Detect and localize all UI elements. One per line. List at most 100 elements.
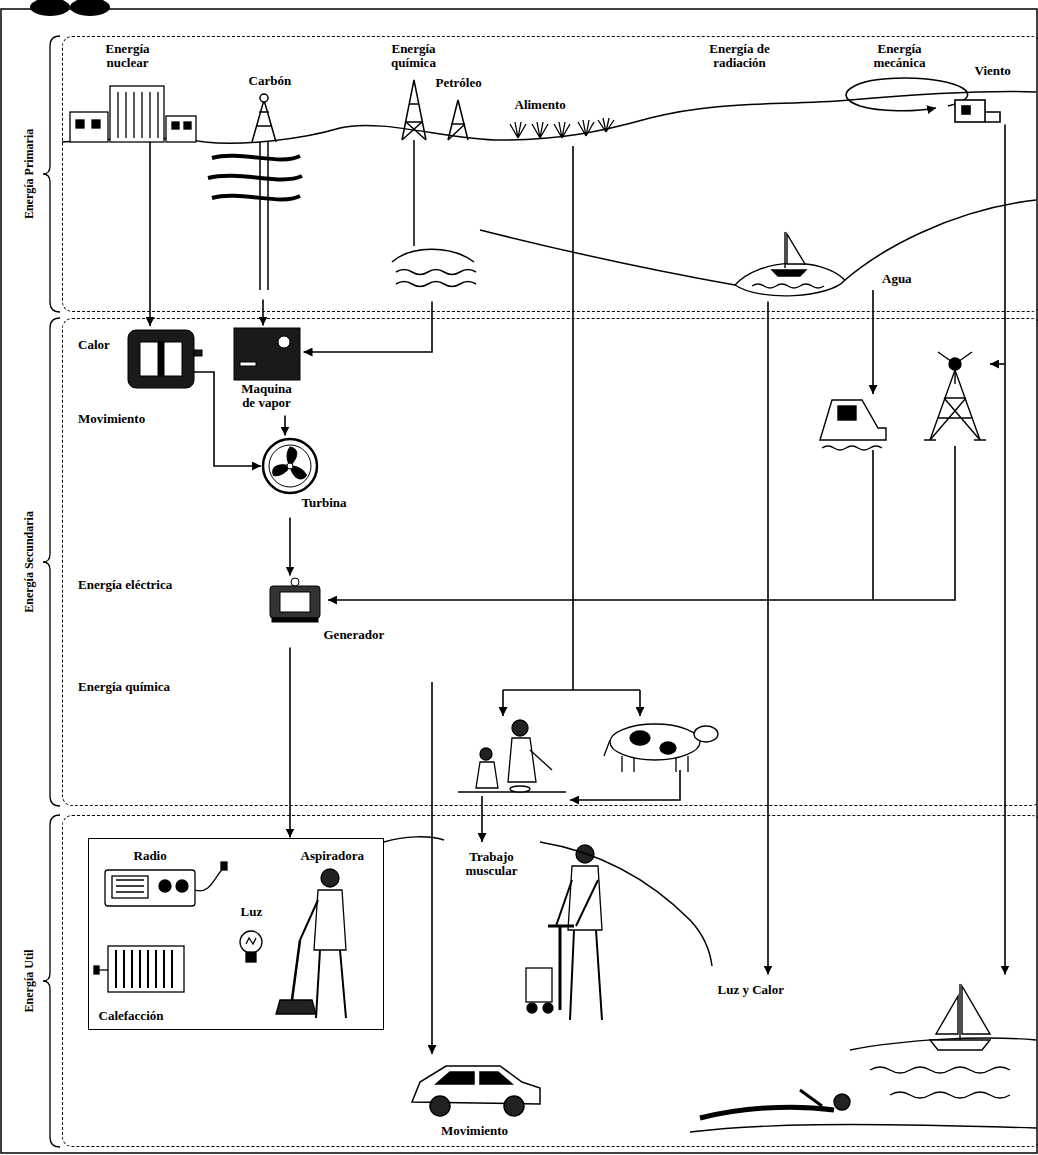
car [430,1096,450,1116]
worker-jackhammer [527,1003,537,1013]
generator [270,578,320,622]
source-picture: Alimento [505,96,615,146]
vacuum-cleaner-person [276,1000,316,1014]
wind-tower [328,352,1005,600]
flow-arrow [289,648,291,838]
source-picture: Energía de radiación [690,40,850,302]
food-flow [639,690,641,716]
cow [604,740,688,772]
stage-label: Energía química [78,680,170,695]
item-label: Trabajo muscular [452,850,532,880]
beach-scene [870,1067,1010,1073]
flow-arrow [289,518,291,576]
people-eating [480,748,492,760]
converter-picture: Turbina [256,436,360,518]
beach-scene [936,996,958,1034]
stage-label: Movimiento [78,412,145,427]
car [480,1072,512,1084]
people-eating [508,738,536,782]
item-label: Calefacción [99,1009,164,1024]
lake-sailboat [752,284,824,288]
landscape-line [62,91,1036,143]
nuclear-plant [172,122,179,129]
flow-arrow [1004,125,1006,975]
worker-jackhammer [526,968,552,1002]
lake-sailboat [735,263,845,296]
food-flow [503,146,640,690]
beach-scene [690,984,1036,1132]
nuclear-plant [184,122,191,129]
wind-tower [990,363,1005,365]
landscape-line [62,91,1036,285]
oil-well [396,282,476,287]
oil-well [396,270,476,275]
item-label: Luz y Calor [718,983,784,998]
nuclear-plant [70,112,108,142]
frame [70,0,110,16]
nuclear-plant [110,86,164,142]
wind-loop [955,100,985,122]
turbine [287,463,293,469]
radio [116,880,144,892]
cow [694,726,718,742]
turbine [270,460,291,478]
vacuum-cleaner-person [314,890,346,950]
heater [108,946,184,992]
food-flow [481,796,483,842]
item-label: Luz [241,905,263,920]
oil-well [402,80,426,140]
converter-picture: Maquina de vapor [230,326,304,416]
radio [112,876,148,898]
reactor [194,350,202,356]
energy-band: Maquina de vaporTurbinaGeneradorEnergía … [62,318,1038,806]
food-plants [532,122,548,138]
vacuum-cleaner-person [276,869,346,1018]
hydro-dam [822,446,882,450]
food-plants [598,118,614,132]
use-picture: Luz y Calor [690,975,1036,1145]
hydro-dam [820,400,886,440]
band-title: Energía Primaria [23,128,37,218]
food-flow [432,146,680,1054]
generator [270,586,320,618]
people-eating [512,720,528,736]
source-picture: Energía nuclear [66,40,200,148]
cow [660,742,676,754]
turbine [287,463,308,481]
food-flow [502,690,504,716]
reactor [128,330,194,388]
beach-scene [959,984,960,1040]
heater [94,946,184,992]
energy-band: Energía nuclearCarbónEnergía químicaPetr… [62,36,1038,312]
light-bulb [240,931,262,962]
item-label: Radio [134,849,167,864]
oil-well [392,80,476,287]
flow-arrow [262,300,264,326]
turbine [263,439,317,493]
car [412,1066,540,1116]
generator [272,618,318,622]
radio [105,862,227,906]
car [504,1096,524,1116]
beach-scene [800,1090,822,1106]
heater [94,966,99,974]
beach-scene [690,1125,1036,1132]
people-eating [530,750,552,770]
item-label: Petróleo [436,76,482,91]
cow [630,731,650,745]
people-eating [510,786,530,792]
stage-label: Energía eléctrica [78,578,172,593]
wind-loop [872,290,874,394]
worker-jackhammer [543,1003,553,1013]
coal-mine [212,156,300,160]
cow [610,724,700,760]
hydro-dam [872,450,874,600]
wind-tower [924,439,986,440]
radio [176,880,188,892]
worker-jackhammer [526,845,602,1020]
radio [195,870,222,891]
item-label: Carbón [249,74,292,89]
steam-engine [234,328,300,380]
